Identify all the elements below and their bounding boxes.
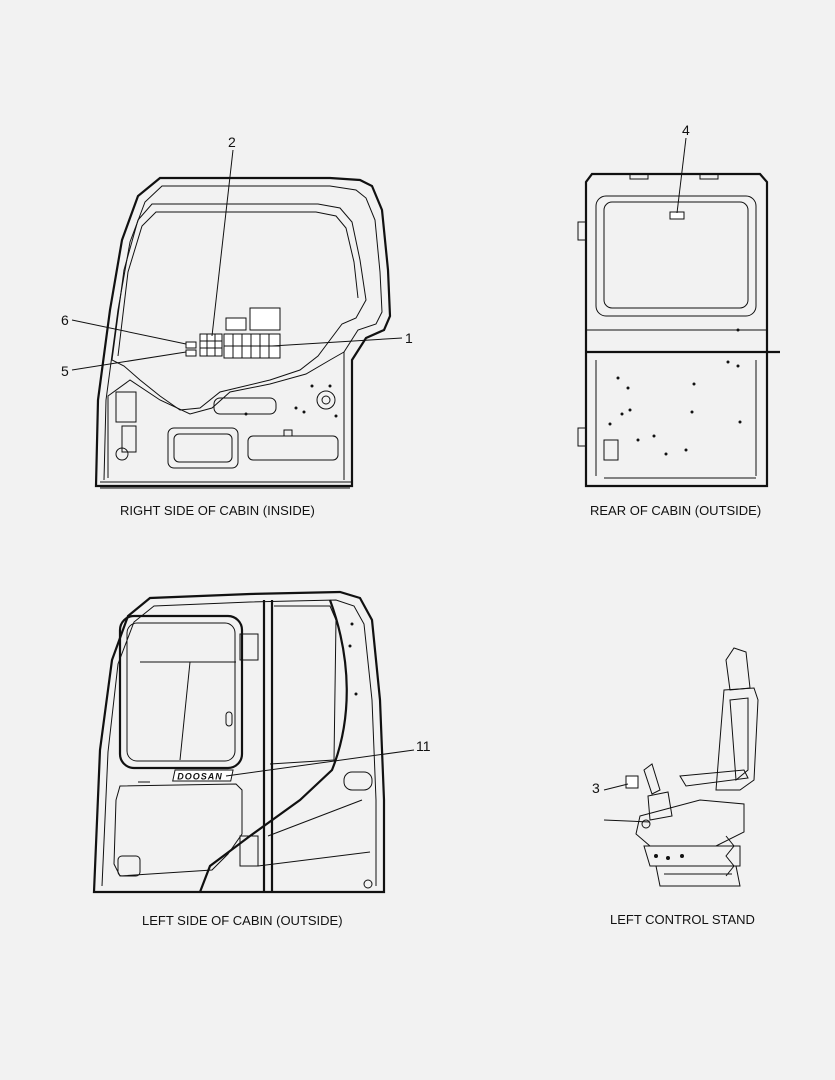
callout-4: 4 [682, 122, 690, 138]
leader-2 [211, 149, 234, 337]
decal-group-right-inside [185, 307, 281, 359]
cabin-right-inside-drawing [71, 149, 403, 489]
leader-5 [71, 351, 187, 371]
callout-6: 6 [61, 312, 69, 328]
left-control-stand-drawing [603, 647, 759, 887]
caption-left-control-stand: LEFT CONTROL STAND [610, 912, 755, 927]
callout-2: 2 [228, 134, 236, 150]
cabin-rear-outside-drawing [577, 137, 780, 488]
callout-11: 11 [416, 738, 431, 754]
caption-right-side-inside: RIGHT SIDE OF CABIN (INSIDE) [120, 503, 315, 518]
doosan-logo-text: DOOSAN [177, 772, 223, 782]
leader-3 [603, 783, 629, 791]
callout-5: 5 [61, 363, 69, 379]
callout-3: 3 [592, 780, 600, 796]
caption-rear-outside: REAR OF CABIN (OUTSIDE) [590, 503, 762, 518]
cabin-left-outside-drawing: DOOSAN [92, 590, 415, 894]
caption-left-side-outside: LEFT SIDE OF CABIN (OUTSIDE) [142, 913, 343, 928]
leader-11 [225, 749, 415, 777]
leader-4 [676, 137, 687, 214]
leader-1 [271, 337, 403, 347]
callout-1: 1 [405, 330, 413, 346]
leader-6 [71, 319, 187, 345]
